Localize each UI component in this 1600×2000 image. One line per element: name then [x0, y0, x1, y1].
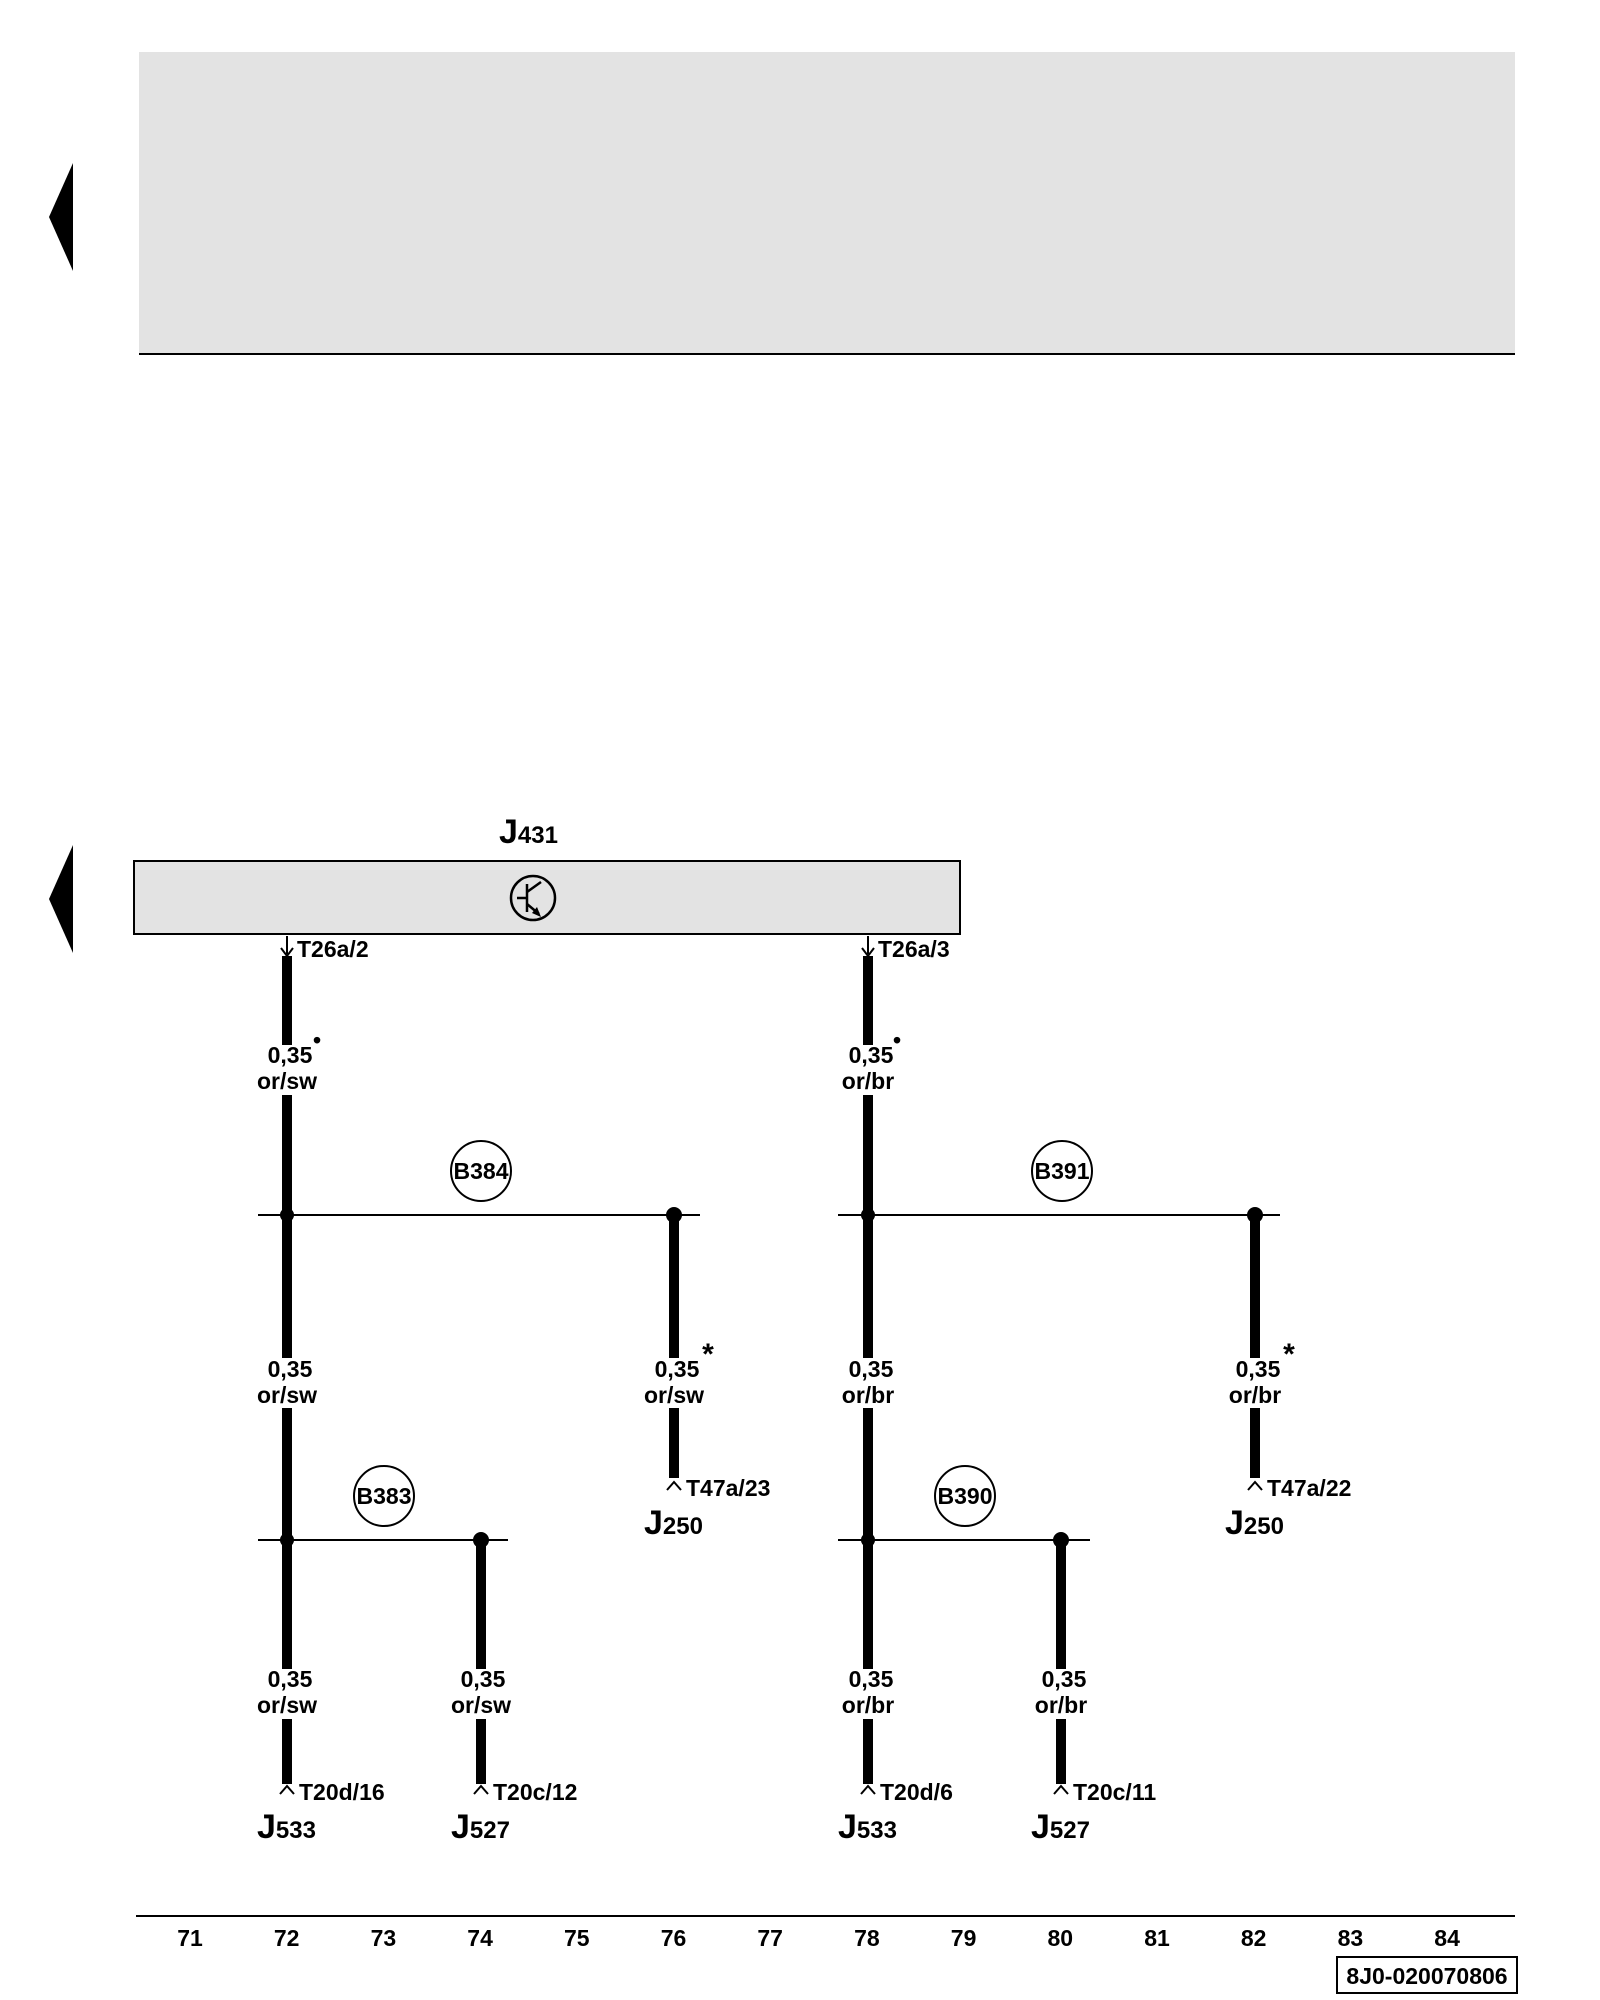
- pin-arrow: [473, 1784, 489, 1795]
- splice-label: B384: [454, 1158, 509, 1184]
- wire-size-label: 0,35: [655, 1356, 700, 1382]
- grid-number: 81: [1144, 1925, 1170, 1951]
- wire-color-label: or/sw: [451, 1692, 511, 1718]
- pin-arrow: [666, 1480, 682, 1491]
- component-label: J533: [838, 1808, 897, 1846]
- wire-size-label: 0,35: [1042, 1666, 1087, 1692]
- splice-node: [861, 1208, 875, 1222]
- wire-size-label: 0,35: [849, 1356, 894, 1382]
- grid-number: 82: [1241, 1925, 1267, 1951]
- wire-dot-marker: •: [313, 1027, 321, 1053]
- wire-size-label: 0,35: [268, 1356, 313, 1382]
- grid-number: 71: [177, 1925, 203, 1951]
- connector-label: T26a/2: [297, 936, 369, 962]
- pin-arrow: [860, 1784, 876, 1795]
- header-box: [139, 52, 1515, 354]
- component-label: J527: [1031, 1808, 1090, 1846]
- pin-arrow: [279, 1784, 295, 1795]
- pin-arrow: [861, 936, 875, 958]
- splice-circle: [353, 1465, 415, 1527]
- splice-circle: [1031, 1140, 1093, 1202]
- splice-label: B390: [938, 1483, 993, 1509]
- grid-number: 80: [1048, 1925, 1074, 1951]
- grid-number: 84: [1434, 1925, 1460, 1951]
- wire-color-label: or/br: [842, 1692, 894, 1718]
- reference-number: 8J0-020070806: [1346, 1963, 1507, 1989]
- connector-label: T20d/6: [880, 1779, 953, 1805]
- wire-color-label: or/sw: [257, 1068, 317, 1094]
- connector-label: T20c/12: [493, 1779, 577, 1805]
- wire-dot-marker: •: [893, 1027, 901, 1053]
- splice-node: [280, 1533, 294, 1547]
- wire-size-label: 0,35: [849, 1042, 894, 1068]
- wire-color-label: or/br: [1035, 1692, 1087, 1718]
- grid-number: 78: [854, 1925, 880, 1951]
- reference-box: [1336, 1956, 1518, 1994]
- control-unit-box: [133, 860, 961, 935]
- splice-node: [861, 1533, 875, 1547]
- splice-node: [280, 1208, 294, 1222]
- wire-asterisk-marker: *: [1283, 1338, 1295, 1371]
- wire-size-label: 0,35: [268, 1666, 313, 1692]
- connector-label: T20c/11: [1073, 1779, 1156, 1805]
- grid-number: 83: [1338, 1925, 1364, 1951]
- wire-color-label: or/br: [842, 1382, 894, 1408]
- component-label: J250: [644, 1504, 703, 1542]
- wire-color-label: or/sw: [257, 1382, 317, 1408]
- grid-number: 77: [757, 1925, 783, 1951]
- page-arrow-icon[interactable]: [49, 845, 73, 953]
- splice-label: B383: [357, 1483, 412, 1509]
- component-label: J250: [1225, 1504, 1284, 1542]
- splice-label: B391: [1035, 1158, 1090, 1184]
- wire-size-label: 0,35: [268, 1042, 313, 1068]
- grid-numbers: 71 72 73 74 75 76 77 78 79 80 81 82 83 84: [177, 1925, 1460, 1951]
- connector-label: T26a/3: [878, 936, 950, 962]
- transistor-icon: [509, 874, 557, 922]
- wire-color-label: or/sw: [257, 1692, 317, 1718]
- wire-size-label: 0,35: [1236, 1356, 1281, 1382]
- splice-circle: [450, 1140, 512, 1202]
- connector-label: T47a/22: [1267, 1475, 1351, 1501]
- wire-color-label: or/sw: [644, 1382, 704, 1408]
- wire-color-label: or/br: [1229, 1382, 1281, 1408]
- grid-number: 75: [564, 1925, 590, 1951]
- grid-number: 79: [951, 1925, 977, 1951]
- wire-size-label: 0,35: [461, 1666, 506, 1692]
- grid-number: 76: [661, 1925, 687, 1951]
- pin-arrow: [1247, 1480, 1263, 1491]
- grid-number: 74: [467, 1925, 493, 1951]
- splice-circle: [934, 1465, 996, 1527]
- component-label: J527: [451, 1808, 510, 1846]
- page-arrow-icon[interactable]: [49, 163, 73, 271]
- connector-label: T47a/23: [686, 1475, 770, 1501]
- grid-number: 72: [274, 1925, 300, 1951]
- wire-color-label: or/br: [842, 1068, 894, 1094]
- pin-arrow: [1053, 1784, 1069, 1795]
- wire-asterisk-marker: *: [702, 1338, 714, 1371]
- wire-size-label: 0,35: [849, 1666, 894, 1692]
- control-unit-label: J431: [499, 813, 558, 851]
- grid-number: 73: [371, 1925, 397, 1951]
- pin-arrow: [280, 936, 294, 958]
- connector-label: T20d/16: [299, 1779, 385, 1805]
- component-label: J533: [257, 1808, 316, 1846]
